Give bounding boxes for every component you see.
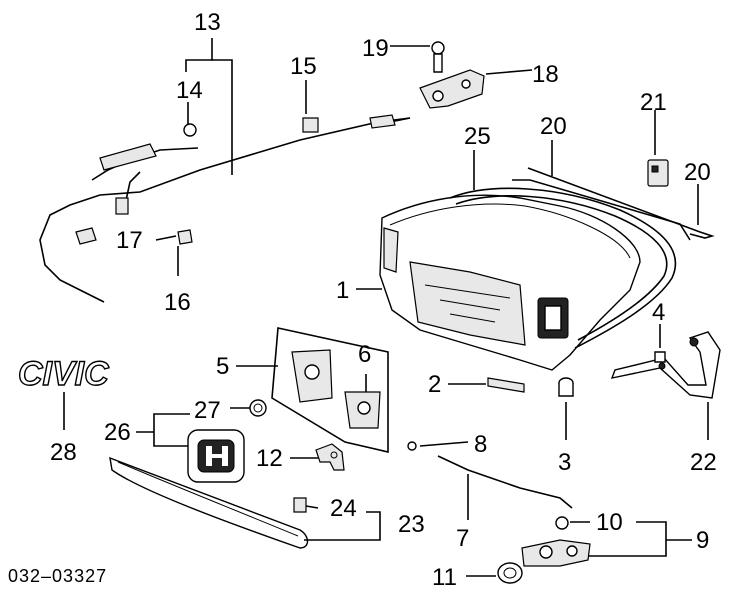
leader-lines <box>63 38 709 577</box>
grommet-27 <box>249 399 267 417</box>
clip-12 <box>315 443 345 471</box>
callout-5: 5 <box>216 353 229 380</box>
trunk-lid <box>379 194 641 371</box>
callout-26: 26 <box>104 419 131 446</box>
callout-2: 2 <box>428 371 441 398</box>
bumper-rubber-3 <box>558 377 574 397</box>
clip-24 <box>293 497 307 513</box>
callout-18: 18 <box>532 61 559 88</box>
switch-21 <box>647 159 669 187</box>
callout-22: 22 <box>690 449 717 476</box>
callout-7: 7 <box>456 525 469 552</box>
callout-21: 21 <box>640 89 667 116</box>
clip-17 <box>75 227 97 245</box>
callout-9: 9 <box>696 527 709 554</box>
seal-11 <box>497 562 523 584</box>
callout-13: 13 <box>194 9 221 36</box>
latch-assembly-box <box>271 327 389 454</box>
bolt-4 <box>654 351 666 363</box>
striker-cover-2 <box>487 377 525 393</box>
torsion-bars <box>512 167 715 241</box>
clip-10 <box>555 516 569 530</box>
callout-24: 24 <box>330 495 357 522</box>
clip-15 <box>302 117 319 133</box>
grommet-14 <box>183 123 197 137</box>
callout-10: 10 <box>596 509 623 536</box>
clip-16 <box>177 229 193 245</box>
h-emblem <box>187 429 245 483</box>
callout-4: 4 <box>652 299 665 326</box>
callout-23: 23 <box>398 511 425 538</box>
clip-8 <box>407 441 417 451</box>
civic-emblem-text: CIVIC <box>18 355 109 393</box>
callout-15: 15 <box>290 53 317 80</box>
rod-7 <box>437 455 573 509</box>
weatherstrip <box>449 187 677 349</box>
callout-3: 3 <box>558 449 571 476</box>
bolt-19 <box>431 41 445 73</box>
civic-emblem: CIVIC <box>17 354 110 393</box>
diagram-code: 032–03327 <box>8 566 107 586</box>
opener-cable <box>39 114 411 303</box>
callout-19: 19 <box>362 35 389 62</box>
callout-27: 27 <box>194 397 221 424</box>
callout-17: 17 <box>116 227 143 254</box>
callout-12: 12 <box>256 445 283 472</box>
rear-spoiler <box>109 456 309 549</box>
callout-25: 25 <box>464 123 491 150</box>
trunk-hinge <box>610 331 721 399</box>
lock-cylinder-assembly <box>521 539 591 567</box>
callout-labels: 13 14 15 19 18 25 20 21 20 17 16 1 4 5 6… <box>50 9 717 591</box>
callout-28: 28 <box>50 439 77 466</box>
lock-bracket-18 <box>419 69 485 109</box>
callout-14: 14 <box>176 77 203 104</box>
callout-16: 16 <box>164 289 191 316</box>
callout-20-upper: 20 <box>540 113 567 140</box>
callout-1: 1 <box>336 277 349 304</box>
callout-11: 11 <box>432 564 457 591</box>
callout-8: 8 <box>474 431 487 458</box>
callout-6: 6 <box>358 341 371 368</box>
callout-20-right: 20 <box>684 159 711 186</box>
